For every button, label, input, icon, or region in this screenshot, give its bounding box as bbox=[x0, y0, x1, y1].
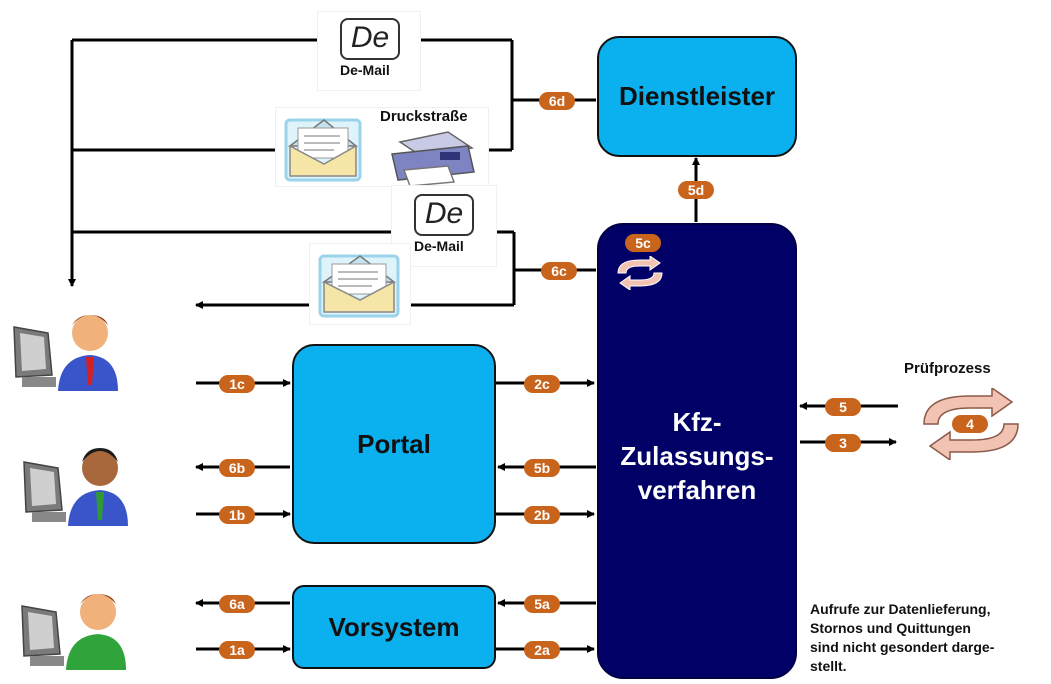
vorsystem-box: Vorsystem bbox=[292, 585, 496, 669]
badge-5d: 5d bbox=[678, 181, 714, 199]
kfz-label-line3: verfahren bbox=[637, 475, 757, 505]
demail-label-top: De-Mail bbox=[340, 62, 390, 78]
badge-6c: 6c bbox=[541, 262, 577, 280]
printer-icon bbox=[391, 131, 475, 186]
druckstrasse-card: Druckstraße bbox=[276, 108, 488, 186]
processing-cycle-icon bbox=[617, 256, 663, 290]
note-line-1: Aufrufe zur Datenlieferung, bbox=[810, 601, 991, 617]
badge-2b: 2b bbox=[524, 506, 560, 524]
note-line-4: stellt. bbox=[810, 658, 847, 674]
portal-label: Portal bbox=[357, 428, 431, 459]
kfz-label-line1: Kfz- bbox=[672, 407, 722, 437]
envelope-card-mid bbox=[310, 244, 410, 324]
dienstleister-box: Dienstleister bbox=[597, 36, 797, 157]
badge-2a: 2a bbox=[524, 641, 560, 659]
note-line-2: Stornos und Quittungen bbox=[810, 620, 971, 636]
badge-6b: 6b bbox=[219, 459, 255, 477]
demail-logo-icon-2: De bbox=[414, 194, 474, 236]
kfz-label-line2: Zulassungs- bbox=[620, 441, 774, 471]
badge-3: 3 bbox=[825, 434, 861, 452]
note-text: Aufrufe zur Datenlieferung, Stornos und … bbox=[810, 600, 994, 676]
badge-4: 4 bbox=[952, 415, 988, 433]
pruefprozess-label: Prüfprozess bbox=[904, 360, 991, 377]
badge-2c: 2c bbox=[524, 375, 560, 393]
user-computer-icon-green-tie bbox=[23, 448, 128, 526]
note-line-3: sind nicht gesondert darge- bbox=[810, 639, 995, 655]
badge-5c: 5c bbox=[625, 234, 661, 252]
badge-5b: 5b bbox=[524, 459, 560, 477]
user-computer-icon-green-shirt bbox=[21, 594, 126, 670]
demail-label-mid: De-Mail bbox=[414, 238, 464, 254]
envelope-icon bbox=[284, 118, 362, 182]
vorsystem-label: Vorsystem bbox=[328, 611, 460, 642]
pruefprozess-cycle-icon bbox=[923, 388, 1019, 460]
badge-1a: 1a bbox=[219, 641, 255, 659]
envelope-icon-2 bbox=[318, 254, 400, 318]
demail-logo-icon: De bbox=[340, 18, 400, 60]
demail-card-top: De De-Mail bbox=[318, 12, 420, 90]
badge-1c: 1c bbox=[219, 375, 255, 393]
badge-5: 5 bbox=[825, 398, 861, 416]
badge-6a: 6a bbox=[219, 595, 255, 613]
badge-1b: 1b bbox=[219, 506, 255, 524]
dienstleister-label: Dienstleister bbox=[618, 81, 776, 111]
user-computer-icon-red-tie bbox=[13, 315, 118, 391]
kfz-zulassungsverfahren-box: Kfz- Zulassungs- verfahren bbox=[597, 223, 797, 679]
portal-box: Portal bbox=[292, 344, 496, 544]
badge-6d: 6d bbox=[539, 92, 575, 110]
badge-5a: 5a bbox=[524, 595, 560, 613]
druckstrasse-label: Druckstraße bbox=[380, 108, 468, 125]
